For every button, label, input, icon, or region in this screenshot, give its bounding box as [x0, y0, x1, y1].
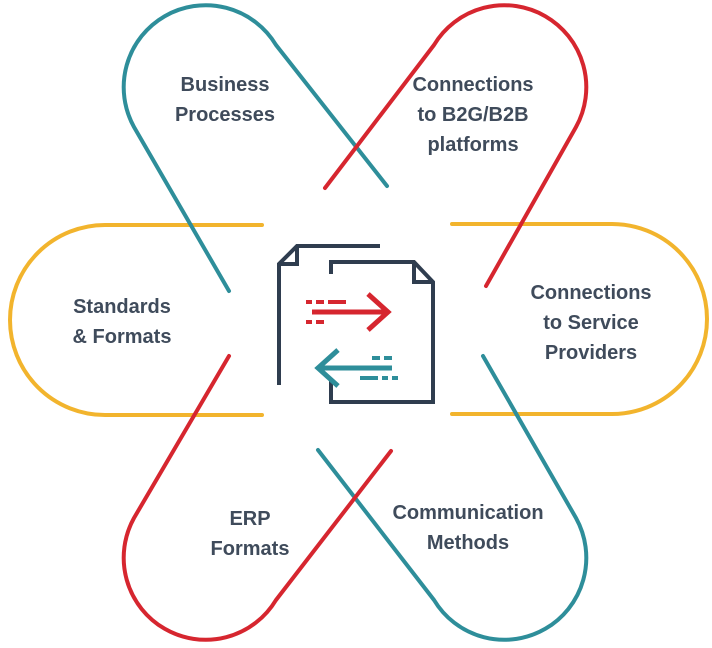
label-standards-formats: Standards & Formats	[42, 292, 202, 352]
back-document-outline	[277, 244, 380, 385]
label-line: to B2G/B2B	[417, 104, 529, 126]
document-exchange-icon	[277, 244, 435, 404]
label-line: Business	[180, 74, 270, 96]
label-line: & Formats	[72, 326, 172, 348]
label-connections-b2g-b2b: Connections to B2G/B2B platforms	[388, 70, 558, 160]
label-line: platforms	[427, 134, 519, 156]
teal-loop-bottom-right	[316, 354, 589, 642]
label-line: Standards	[73, 296, 171, 318]
label-erp-formats: ERP Formats	[170, 504, 330, 564]
label-business-processes: Business Processes	[150, 70, 300, 130]
label-line: Connections	[412, 74, 534, 96]
label-line: Formats	[210, 538, 290, 560]
label-line: Connections	[530, 282, 652, 304]
red-loop-top-right	[323, 3, 589, 288]
back-document-fold	[279, 246, 299, 266]
right-arrow-icon	[306, 292, 392, 332]
left-arrow-icon	[314, 348, 398, 388]
label-line: to Service	[543, 312, 639, 334]
label-connections-service-providers: Connections to Service Providers	[506, 278, 676, 368]
label-line: Providers	[544, 342, 638, 364]
teal-loop-top-left	[121, 3, 389, 293]
front-document-fold	[412, 262, 433, 284]
label-line: Methods	[426, 532, 510, 554]
label-line: Communication	[392, 502, 544, 524]
label-line: Processes	[174, 104, 276, 126]
label-communication-methods: Communication Methods	[368, 498, 568, 558]
yellow-loop-left	[8, 223, 264, 417]
label-line: ERP	[229, 508, 271, 530]
yellow-loop-right	[450, 222, 709, 416]
red-loop-bottom-left	[121, 354, 393, 642]
